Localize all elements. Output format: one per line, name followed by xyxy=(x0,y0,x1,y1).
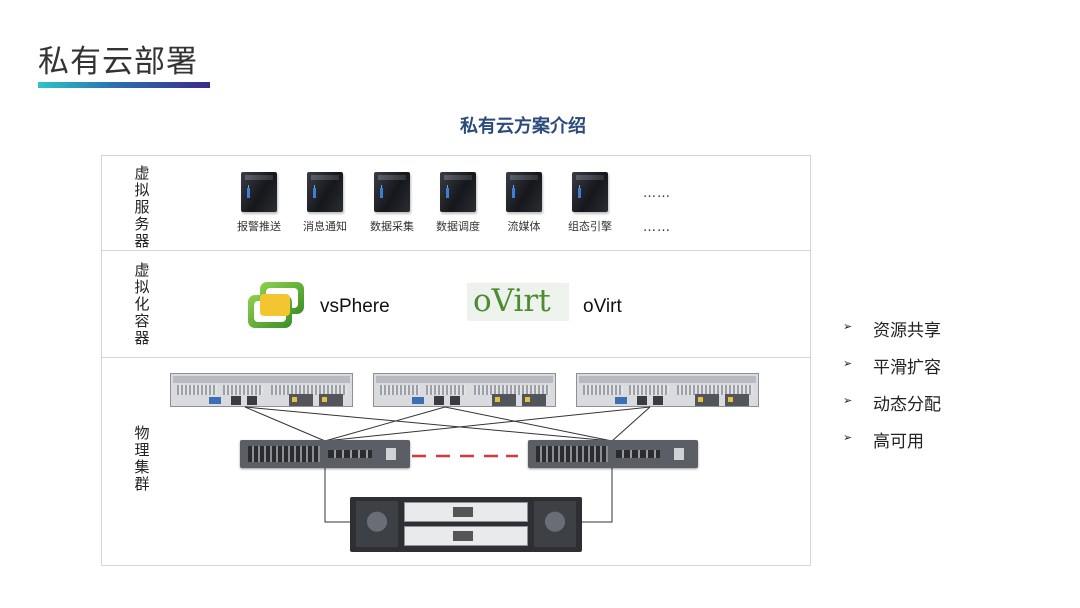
more-servers-ellipsis: …… xyxy=(643,186,671,201)
layer-label-virtualization: 虚 拟 化 容 器 xyxy=(134,261,150,347)
ovirt-label: oVirt xyxy=(583,296,622,317)
server-icon xyxy=(374,172,410,212)
virtual-server: 消息通知 xyxy=(294,172,356,234)
virtual-server: 数据调度 xyxy=(427,172,489,234)
server-icon xyxy=(307,172,343,212)
ovirt-logo-icon: oVirt xyxy=(467,283,569,321)
virtual-server-label: 数据采集 xyxy=(370,220,414,233)
virtual-server-label: 消息通知 xyxy=(303,220,347,233)
server-icon xyxy=(440,172,476,212)
diagram-frame xyxy=(101,155,811,566)
network-switch xyxy=(528,440,698,468)
network-switch xyxy=(240,440,410,468)
virtual-server-label: 组态引擎 xyxy=(568,220,612,233)
rack-server xyxy=(373,373,556,407)
page-title: 私有云部署 xyxy=(38,44,198,80)
server-icon xyxy=(506,172,542,212)
layer-label-virtual-servers: 虚 拟 服 务 器 xyxy=(134,164,150,250)
virtual-server-label: 报警推送 xyxy=(237,220,281,233)
vsphere-logo-icon xyxy=(248,282,304,328)
virtual-server: 数据采集 xyxy=(361,172,423,234)
rack-server xyxy=(170,373,353,407)
virtual-server: 组态引擎 xyxy=(559,172,621,234)
rack-server xyxy=(576,373,759,407)
server-icon xyxy=(572,172,608,212)
ovirt-logo-text: oVirt xyxy=(473,283,551,319)
more-servers-ellipsis: …… xyxy=(643,220,671,235)
arrow-bullet-icon: ➢ xyxy=(843,320,853,333)
virtual-server: 流媒体 xyxy=(493,172,555,234)
vsphere-label: vsPhere xyxy=(320,296,390,317)
layer-label-physical-cluster: 物 理 集 群 xyxy=(134,424,150,493)
virtual-server-label: 流媒体 xyxy=(507,220,541,233)
fan-icon xyxy=(356,501,398,547)
arrow-bullet-icon: ➢ xyxy=(843,357,853,370)
virtual-server-label: 数据调度 xyxy=(436,220,480,233)
title-accent-bar xyxy=(38,82,210,88)
layer-divider xyxy=(101,250,811,251)
arrow-bullet-icon: ➢ xyxy=(843,394,853,407)
fan-icon xyxy=(534,501,576,547)
storage-array xyxy=(350,497,582,552)
virtual-server: 报警推送 xyxy=(228,172,290,234)
server-icon xyxy=(241,172,277,212)
diagram-title: 私有云方案介绍 xyxy=(460,116,586,137)
arrow-bullet-icon: ➢ xyxy=(843,431,853,444)
layer-divider xyxy=(101,357,811,358)
